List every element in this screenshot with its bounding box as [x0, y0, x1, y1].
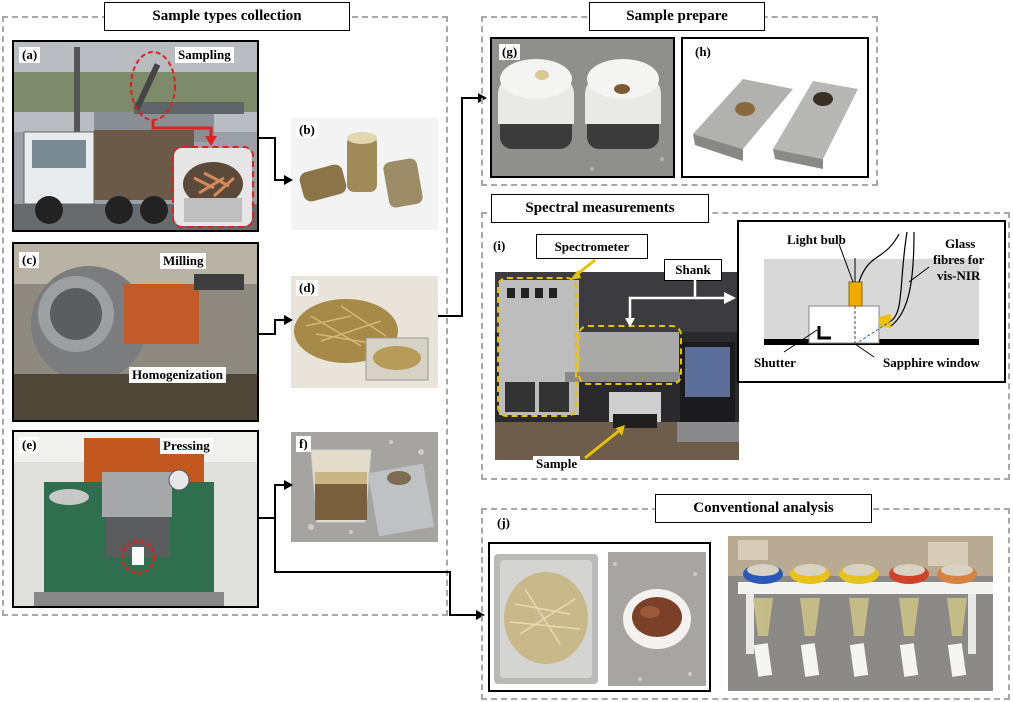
- panel-f-label: f): [296, 436, 311, 452]
- conventional-analysis-title: Conventional analysis: [655, 494, 872, 523]
- shank-caption: Shank: [664, 259, 722, 281]
- spectral-measurements-title: Spectral measurements: [491, 194, 709, 223]
- panel-d-milled-bagasse-photo: [291, 276, 438, 388]
- panel-a-label: (a): [19, 47, 41, 63]
- glass-fibres-label-line2: fibres for: [933, 252, 985, 267]
- milling-caption: Milling: [160, 253, 207, 269]
- sample-prepare-title: Sample prepare: [589, 2, 765, 31]
- spectral-callout-arrows: [570, 258, 736, 460]
- sampling-highlight-callout: [130, 51, 217, 146]
- panel-j-label: (j): [497, 515, 510, 530]
- sample-caption: Sample: [533, 456, 581, 472]
- panel-h-label: (h): [692, 44, 714, 60]
- panel-d-label: (d): [296, 280, 318, 296]
- spectrometer-highlight: [497, 277, 577, 417]
- shutter-label: Shutter: [754, 355, 796, 370]
- panel-e-pressing-photo: [12, 430, 259, 608]
- glass-fibres-label-line3: vis-NIR: [937, 268, 981, 283]
- panel-h-aluminium-blocks-photo: [681, 37, 869, 178]
- spectral-measurements-section: [481, 212, 1010, 480]
- panel-e-label: (e): [19, 437, 40, 453]
- sapphire-window-label: Sapphire window: [883, 355, 980, 370]
- panel-j-ash-crucibles-photo: [728, 536, 993, 691]
- light-bulb-label: Light bulb: [787, 232, 846, 247]
- panel-f-juice-photo: [291, 432, 438, 542]
- panel-b-label: (b): [296, 122, 318, 138]
- panel-g-label: (g): [499, 44, 521, 60]
- sampling-bucket-inset-photo: [172, 146, 254, 228]
- panel-j-conventional-photos: [488, 542, 711, 692]
- panel-g-sample-holders-photo: [490, 37, 675, 178]
- probe-schematic-panel: [737, 220, 1006, 383]
- panel-c-milling-photo: [12, 242, 259, 422]
- pressing-caption: Pressing: [160, 438, 213, 454]
- sample-types-collection-title: Sample types collection: [104, 2, 350, 31]
- homogenization-caption: Homogenization: [129, 367, 226, 383]
- panel-i-label: (i): [493, 238, 506, 253]
- panel-c-label: (c): [19, 252, 40, 268]
- glass-fibres-label-line1: Glass: [945, 236, 976, 251]
- sampling-caption: Sampling: [175, 47, 234, 63]
- spectrometer-caption: Spectrometer: [536, 234, 648, 259]
